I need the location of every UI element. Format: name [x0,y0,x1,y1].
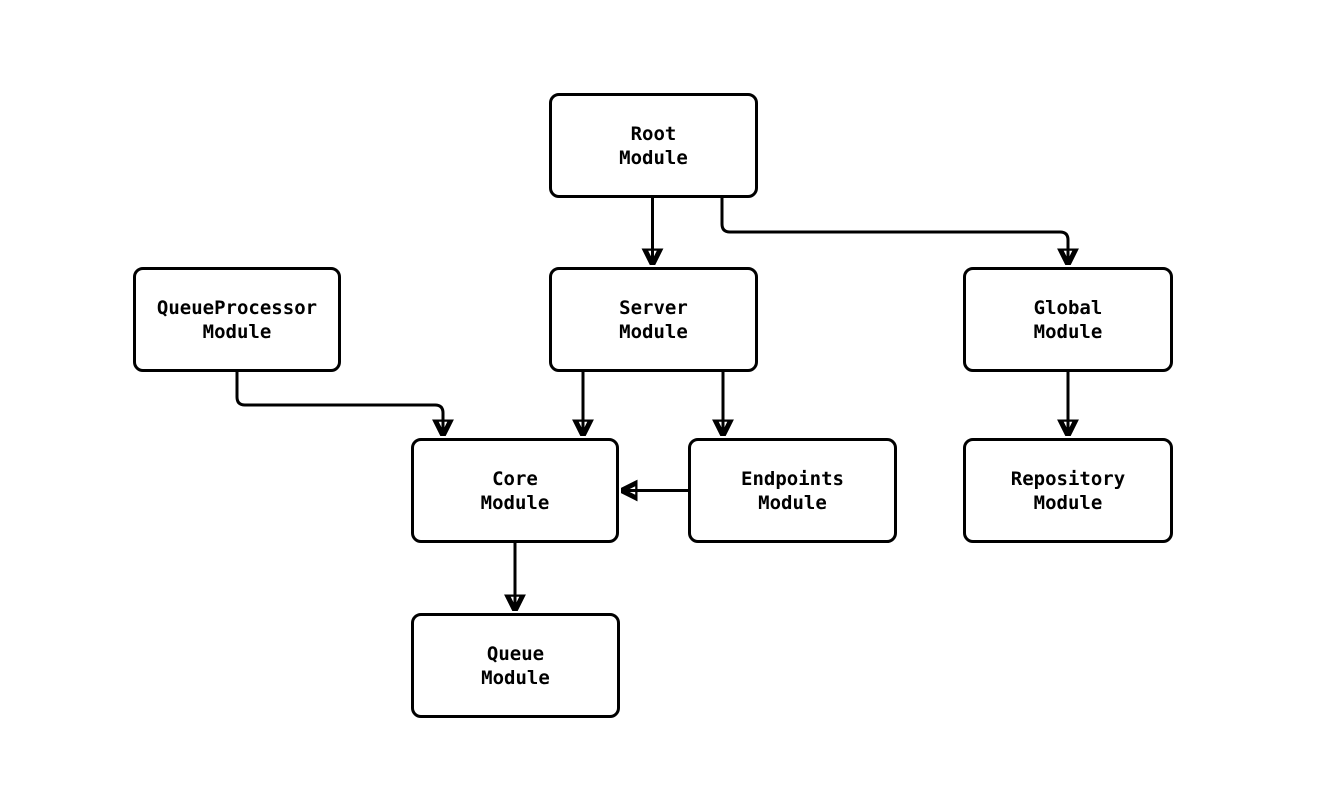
node-endpoints-module: Endpoints Module [688,438,897,543]
edge-queueprocessor-to-core [235,372,443,435]
node-queue-module: Queue Module [411,613,620,718]
edge-root-to-global [720,198,1068,264]
node-global-module: Global Module [963,267,1173,372]
node-repository-module-label: Repository Module [1010,467,1126,514]
node-server-module-label: Server Module [619,296,688,343]
node-root-module: Root Module [549,93,758,198]
node-server-module: Server Module [549,267,758,372]
node-endpoints-module-label: Endpoints Module [741,467,844,514]
node-repository-module: Repository Module [963,438,1173,543]
node-queueprocessor-module-label: QueueProcessor Module [156,296,318,343]
node-queueprocessor-module: QueueProcessor Module [133,267,341,372]
node-core-module-label: Core Module [480,467,550,514]
node-global-module-label: Global Module [1033,296,1103,343]
node-root-module-label: Root Module [619,122,688,169]
node-queue-module-label: Queue Module [481,642,550,689]
node-core-module: Core Module [411,438,619,543]
